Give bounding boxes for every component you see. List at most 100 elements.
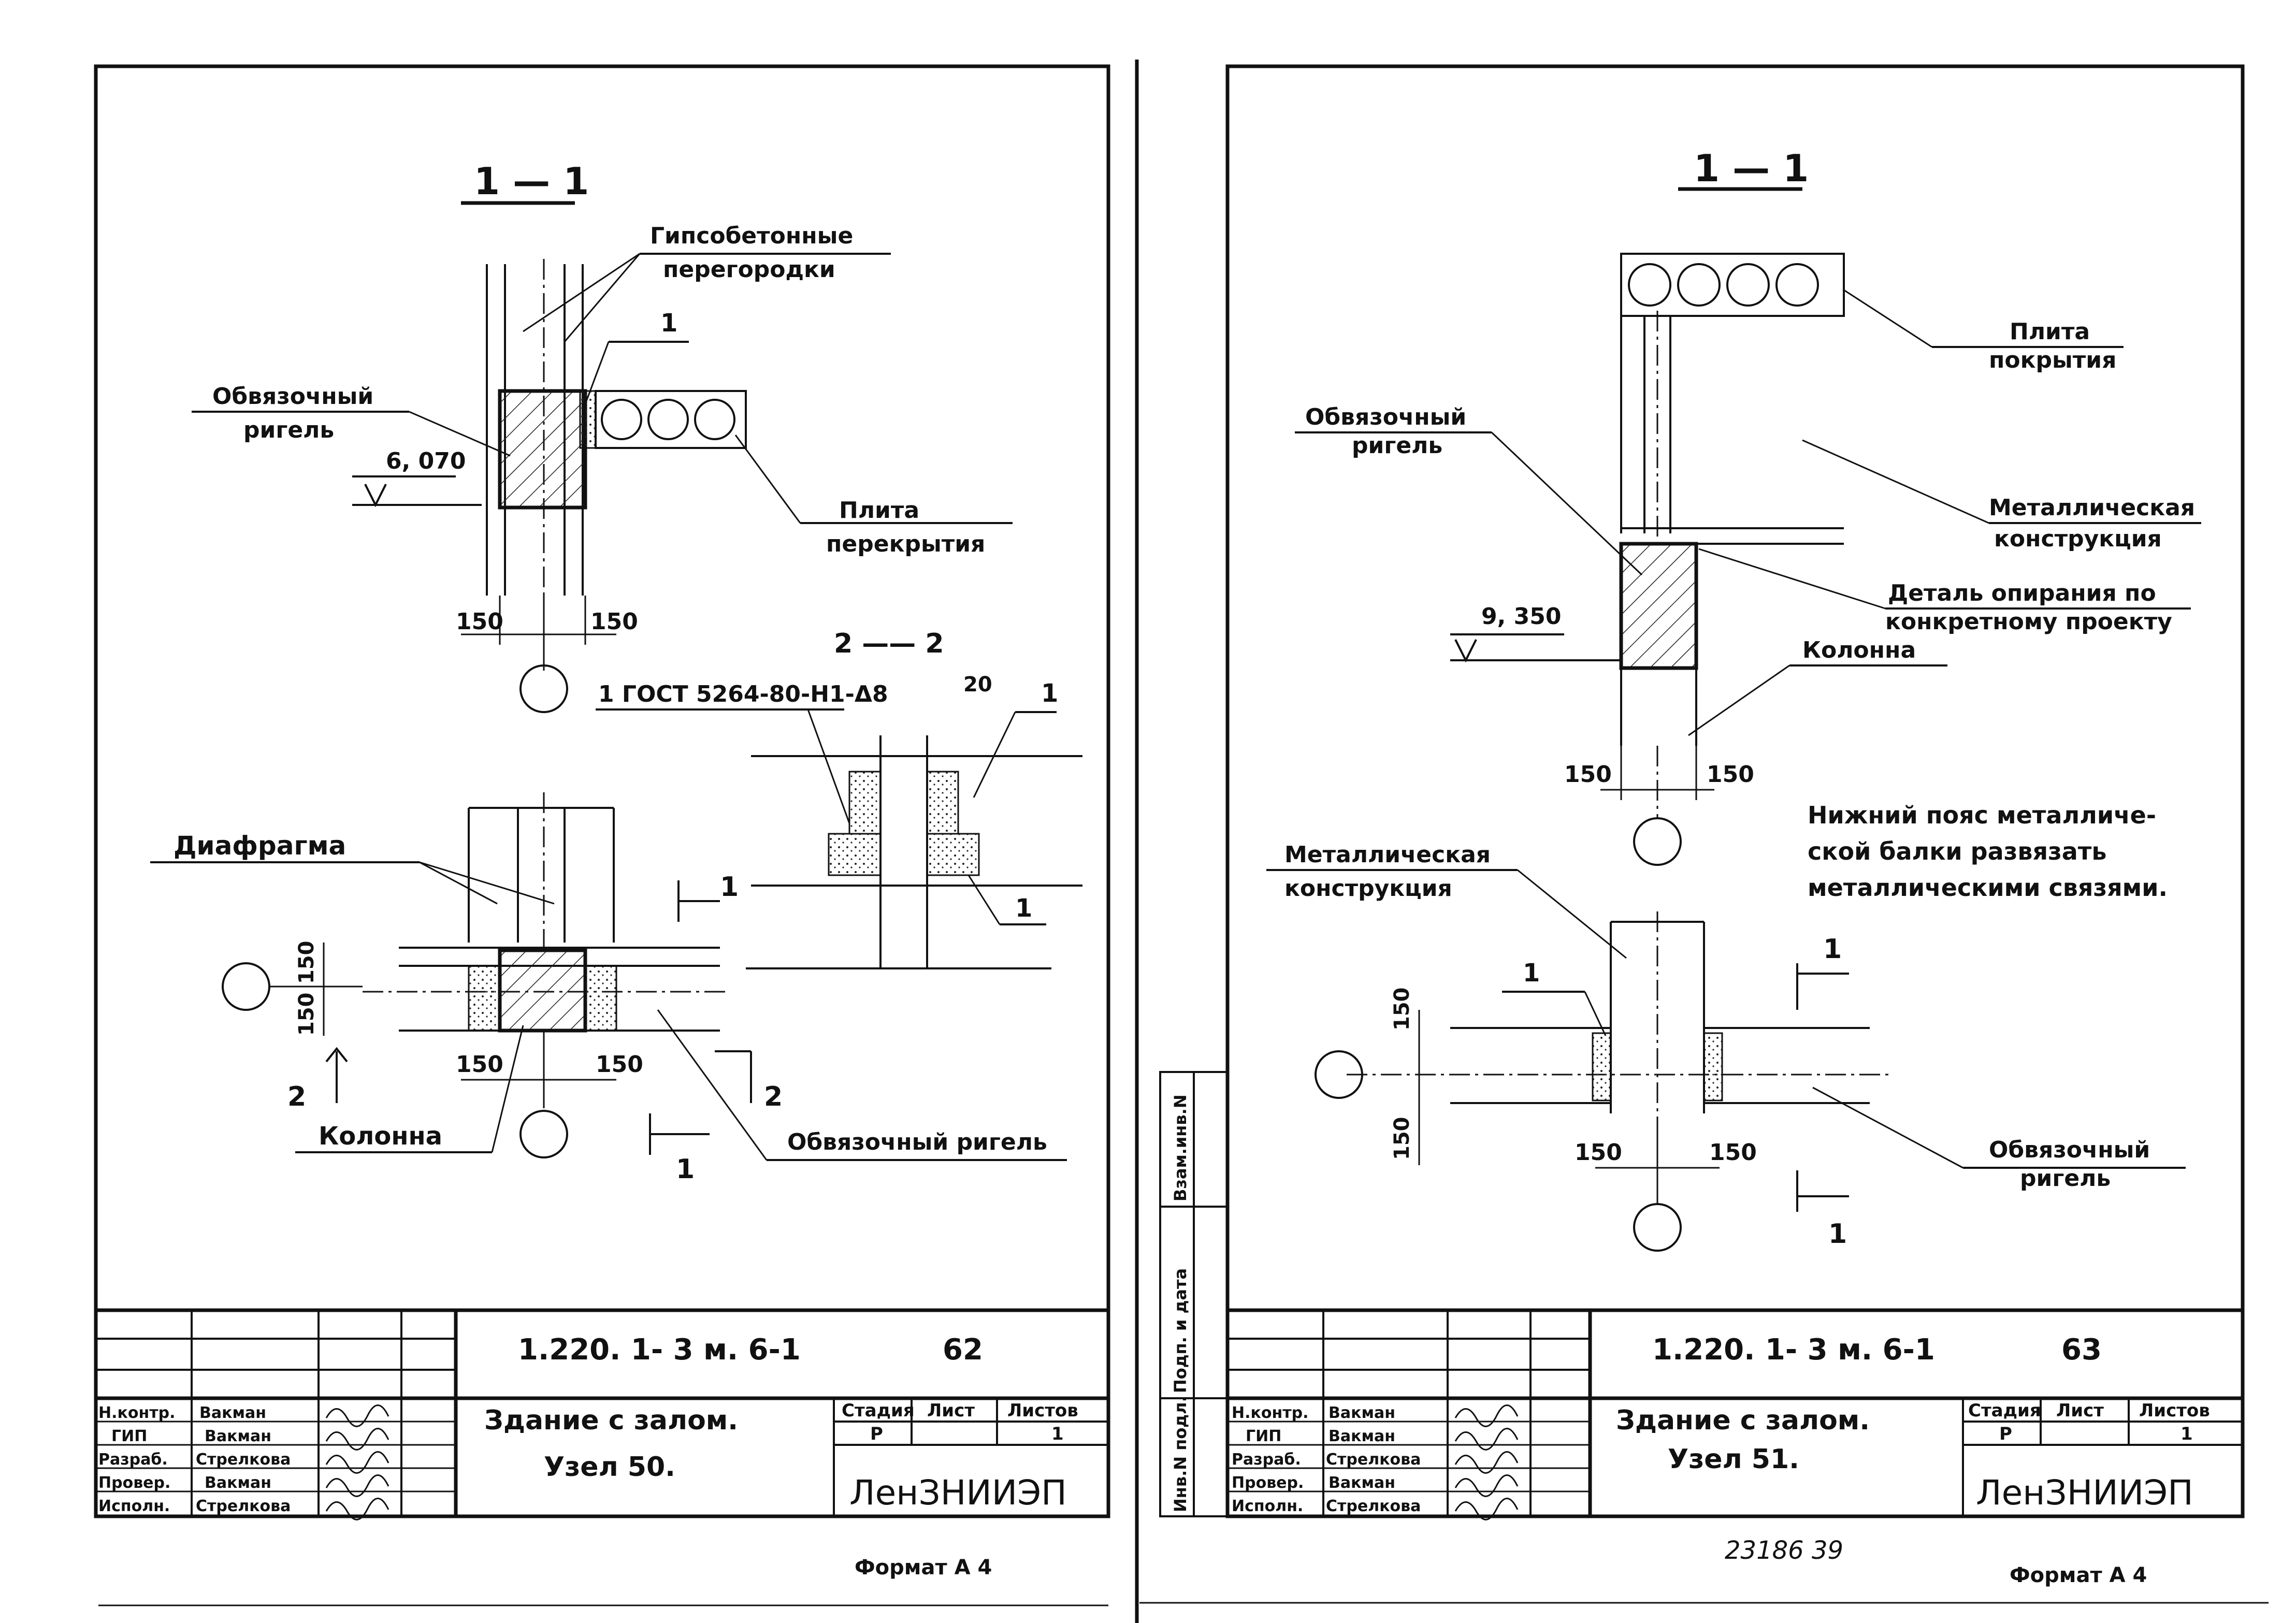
- right-name-2: Вакман: [1328, 1427, 1395, 1445]
- right-note-line-1: Нижний пояс металличе-: [1808, 801, 2156, 829]
- right-roles: Н.контр. Вакман ГИП Вакман Разраб. Стрел…: [1232, 1404, 1421, 1515]
- right-tie-beam-section: [1619, 542, 1698, 670]
- left-hollow-slab: [595, 390, 747, 449]
- left-diaphragm-label: Диафрагма: [174, 831, 346, 861]
- left-format-label: Формат А 4: [855, 1556, 992, 1579]
- left-dim-150-v1: 150: [295, 941, 319, 984]
- right-tie-beam-plan-label-2: ригель: [2020, 1165, 2111, 1192]
- right-metal-label-2: конструкция: [1994, 526, 2162, 552]
- right-cut-1-bottom: 1: [1828, 1219, 1847, 1250]
- left-page-number: 62: [943, 1333, 983, 1367]
- left-column-label: Колонна: [319, 1122, 442, 1151]
- left-role-4: Провер.: [98, 1474, 170, 1492]
- left-slab-label-1: Плита: [839, 497, 919, 524]
- right-metal-label-1: Металлическая: [1989, 495, 2195, 521]
- right-title-line-2: Узел 51.: [1668, 1444, 1799, 1475]
- right-roof-slab: [1620, 253, 1845, 317]
- right-section-dims: [1600, 746, 1714, 818]
- right-stamp-2: Подп. и дата: [1171, 1268, 1190, 1393]
- right-title-block: [1228, 1308, 2243, 1516]
- left-signatures: [325, 1404, 389, 1520]
- left-stage-value: Р: [870, 1424, 883, 1444]
- right-sheet-header: Лист: [2056, 1400, 2104, 1421]
- right-dim-150-v1: 150: [1390, 988, 1414, 1031]
- right-stamp-3: Инв.N подл.: [1171, 1396, 1190, 1512]
- left-role-2: ГИП: [111, 1427, 147, 1445]
- right-note-line-3: металлическими связями.: [1808, 874, 2168, 902]
- left-role-3: Разраб.: [98, 1451, 168, 1469]
- left-column-plan: [498, 948, 587, 1033]
- right-role-4: Провер.: [1232, 1474, 1304, 1492]
- right-dim-150-v2: 150: [1390, 1117, 1414, 1161]
- left-elevation-label: 6, 070: [386, 448, 466, 474]
- left-diaphragm-walls: [468, 792, 615, 948]
- left-tie-beam-label-2: ригель: [243, 417, 334, 443]
- left-part-1-top: 1: [1041, 679, 1058, 708]
- right-bearing-label-1: Деталь опирания по: [1888, 580, 2156, 606]
- left-joint-fill: [579, 390, 597, 449]
- left-section-dims: [461, 596, 616, 671]
- right-sheet: Взам.инв.N Подп. и дата Инв.N подл. 1 — …: [1139, 64, 2269, 1604]
- right-name-5: Стрелкова: [1326, 1497, 1421, 1515]
- left-name-2: Вакман: [205, 1427, 271, 1445]
- right-stage-header: Стадия: [1968, 1400, 2041, 1421]
- left-cut-1-bottom: 1: [676, 1154, 695, 1185]
- right-elevation-label: 9, 350: [1481, 603, 1562, 630]
- left-axis-bubble-3: [519, 1110, 568, 1158]
- right-tie-beam-plan-label-1: Обвязочный: [1989, 1137, 2150, 1163]
- right-column-label: Колонна: [1802, 637, 1916, 663]
- right-cut-1-top: 1: [1823, 934, 1842, 965]
- right-name-3: Стрелкова: [1326, 1451, 1421, 1469]
- left-doc-code: 1.220. 1- 3 м. 6-1: [518, 1333, 801, 1367]
- left-cut-2-right: 2: [764, 1081, 783, 1112]
- left-axis-bubble-1: [519, 664, 568, 713]
- right-axis-bubble-3: [1633, 1203, 1682, 1252]
- left-part-1-bottom: 1: [1015, 894, 1032, 923]
- left-sheets-value: 1: [1051, 1424, 1064, 1444]
- left-dim-150-a: 150: [456, 608, 503, 635]
- right-metal-column-plan: [1610, 911, 1705, 1124]
- right-page-number: 63: [2061, 1333, 2102, 1367]
- left-sheets-header: Листов: [1007, 1400, 1078, 1421]
- right-title-line-1: Здание с залом.: [1616, 1405, 1870, 1436]
- left-sheet-frame: [94, 64, 1110, 1518]
- right-role-2: ГИП: [1246, 1427, 1281, 1445]
- left-tie-beam-label-1: Обвязочный: [212, 383, 373, 410]
- right-signatures: [1454, 1404, 1519, 1520]
- left-name-1: Вакман: [199, 1404, 266, 1422]
- left-axis-bubble-2: [222, 962, 270, 1011]
- left-role-5: Исполн.: [98, 1497, 170, 1515]
- right-side-stamp: [1159, 1071, 1229, 1517]
- left-title-line-1: Здание с залом.: [484, 1405, 738, 1436]
- right-tie-beam-label-2: ригель: [1352, 432, 1442, 459]
- left-dim-20: 20: [963, 673, 992, 697]
- left-org-name: ЛенЗНИИЭП: [849, 1473, 1067, 1513]
- right-plan-beams: [1347, 1027, 1890, 1104]
- right-section-1-label: 1 — 1: [1694, 147, 1809, 190]
- right-stamp-1: Взам.инв.N: [1171, 1094, 1190, 1201]
- right-metal-structure: [1620, 311, 1844, 545]
- left-partitions-label-1: Гипсобетонные: [650, 223, 853, 249]
- right-dim-150-h2: 150: [1709, 1139, 1757, 1166]
- left-roles: Н.контр. Вакман ГИП Вакман Разраб. Стрел…: [98, 1404, 291, 1515]
- left-sheet-header: Лист: [927, 1400, 975, 1421]
- left-tie-beam-plan-label: Обвязочный ригель: [787, 1129, 1047, 1155]
- left-section-2-label: 2 —— 2: [834, 628, 944, 659]
- right-axis-bubble-1: [1633, 817, 1682, 866]
- left-name-3: Стрелкова: [196, 1451, 291, 1469]
- left-sheet: 1 — 1 Гипсобетонные перегородки 1 Обвязо…: [94, 64, 1110, 1606]
- left-part-1-label: 1: [660, 309, 677, 338]
- left-role-1: Н.контр.: [98, 1404, 175, 1422]
- right-sheets-header: Листов: [2139, 1400, 2210, 1421]
- left-title-line-2: Узел 50.: [544, 1452, 675, 1483]
- right-tie-beam-label-1: Обвязочный: [1305, 404, 1466, 430]
- right-sheet-frame: [1225, 64, 2245, 1518]
- right-roof-slab-label-2: покрытия: [1989, 347, 2116, 373]
- right-role-1: Н.контр.: [1232, 1404, 1308, 1422]
- left-tie-beam-section: [498, 389, 587, 510]
- left-dim-150-b: 150: [590, 608, 638, 635]
- right-doc-code: 1.220. 1- 3 м. 6-1: [1652, 1333, 1935, 1367]
- right-dim-150-b: 150: [1707, 761, 1754, 788]
- left-name-5: Стрелкова: [196, 1497, 291, 1515]
